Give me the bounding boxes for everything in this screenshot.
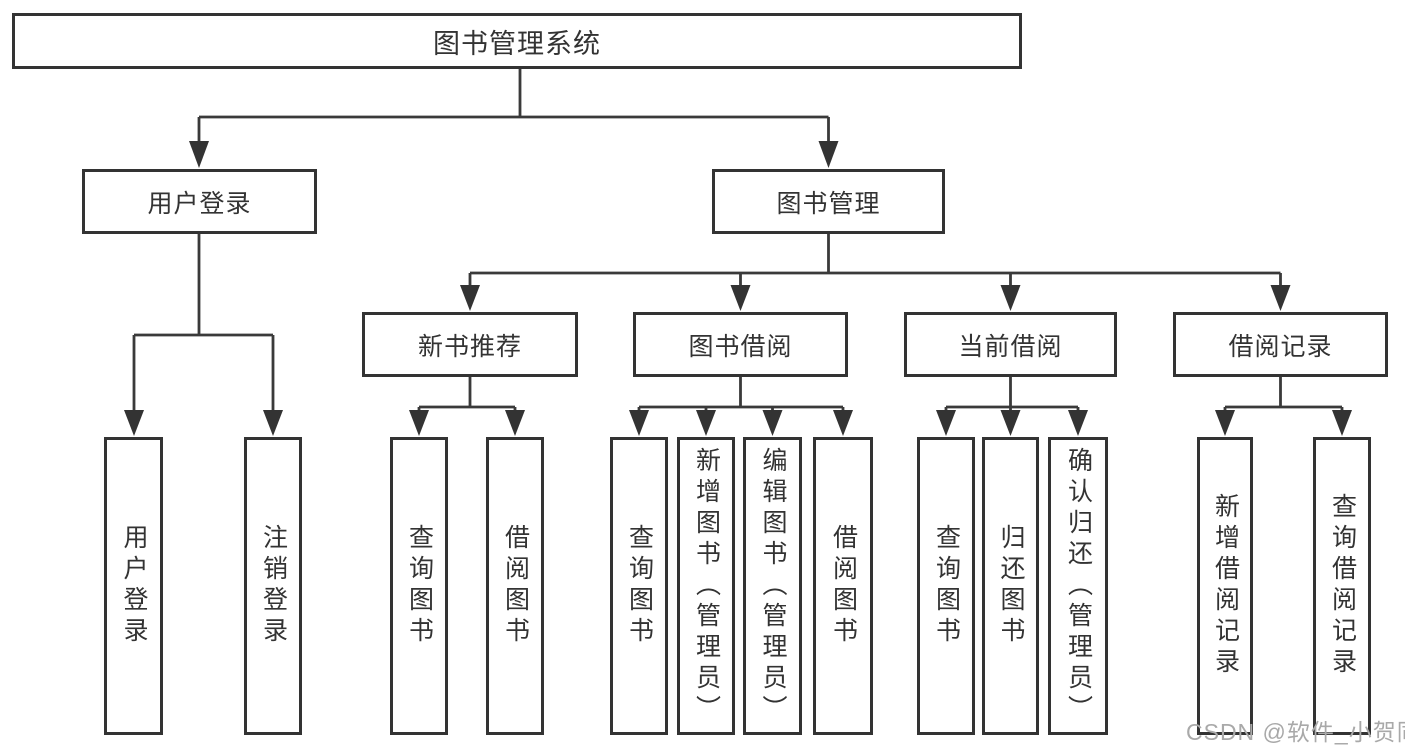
leaf-cb-query-books: 查询图书 xyxy=(917,437,975,735)
leaf-bb-add-books-admin: 新增图书（管理员） xyxy=(677,437,735,735)
node-book-borrow: 图书借阅 xyxy=(633,312,848,377)
arrow-to-ul-logout xyxy=(263,410,283,436)
arrow-to-book-mgmt xyxy=(818,141,839,168)
leaf-user-login: 用户登录 xyxy=(104,437,163,735)
arrow-to-cb-confirm xyxy=(1068,410,1088,436)
arrow-to-bb-edit xyxy=(762,410,783,436)
connector-book-borrow-split xyxy=(637,377,845,412)
node-borrow-records: 借阅记录 xyxy=(1173,312,1388,377)
arrow-to-user-login xyxy=(189,141,209,168)
arrow-to-current-borrow xyxy=(1000,285,1021,311)
leaf-nb-query-books: 查询图书 xyxy=(390,437,448,735)
connector-current-borrow-split xyxy=(944,377,1080,412)
connector-borrow-records-split xyxy=(1223,377,1344,412)
arrow-to-nb-query xyxy=(409,410,429,436)
node-root: 图书管理系统 xyxy=(12,13,1022,69)
leaf-logout: 注销登录 xyxy=(244,437,302,735)
connector-user-login-split xyxy=(132,234,275,412)
node-new-book-recommend: 新书推荐 xyxy=(362,312,578,377)
leaf-br-add-record: 新增借阅记录 xyxy=(1197,437,1253,735)
leaf-br-query-record: 查询借阅记录 xyxy=(1313,437,1371,735)
arrow-to-nb-borrow xyxy=(505,410,525,436)
arrow-to-new-book xyxy=(460,285,480,311)
arrow-to-bb-add xyxy=(696,410,716,436)
arrowheads xyxy=(124,141,1352,436)
arrow-to-bb-borrow xyxy=(833,410,853,436)
node-current-borrow: 当前借阅 xyxy=(904,312,1117,377)
arrow-to-br-query xyxy=(1332,410,1352,436)
arrow-to-ul-login xyxy=(124,410,144,436)
arrow-to-bb-query xyxy=(629,410,649,436)
csdn-watermark: CSDN @软件_小贺同学 xyxy=(1186,719,1405,745)
connector-book-mgmt-split xyxy=(468,234,1282,287)
leaf-bb-borrow-books: 借阅图书 xyxy=(813,437,873,735)
leaf-cb-confirm-return-admin: 确认归还（管理员） xyxy=(1048,437,1108,735)
connector-root-split xyxy=(197,69,830,143)
node-book-management: 图书管理 xyxy=(712,169,945,234)
arrow-to-cb-query xyxy=(936,410,956,436)
arrow-to-borrow-records xyxy=(1270,285,1291,311)
leaf-bb-query-books: 查询图书 xyxy=(610,437,668,735)
arrow-to-br-add xyxy=(1215,410,1235,436)
node-user-login: 用户登录 xyxy=(82,169,317,234)
leaf-cb-return-books: 归还图书 xyxy=(982,437,1039,735)
leaf-bb-edit-books-admin: 编辑图书（管理员） xyxy=(743,437,802,735)
leaf-nb-borrow-books: 借阅图书 xyxy=(486,437,544,735)
arrow-to-cb-return xyxy=(1000,410,1021,436)
arrow-to-book-borrow xyxy=(730,285,751,311)
connector-new-book-split xyxy=(417,377,517,412)
